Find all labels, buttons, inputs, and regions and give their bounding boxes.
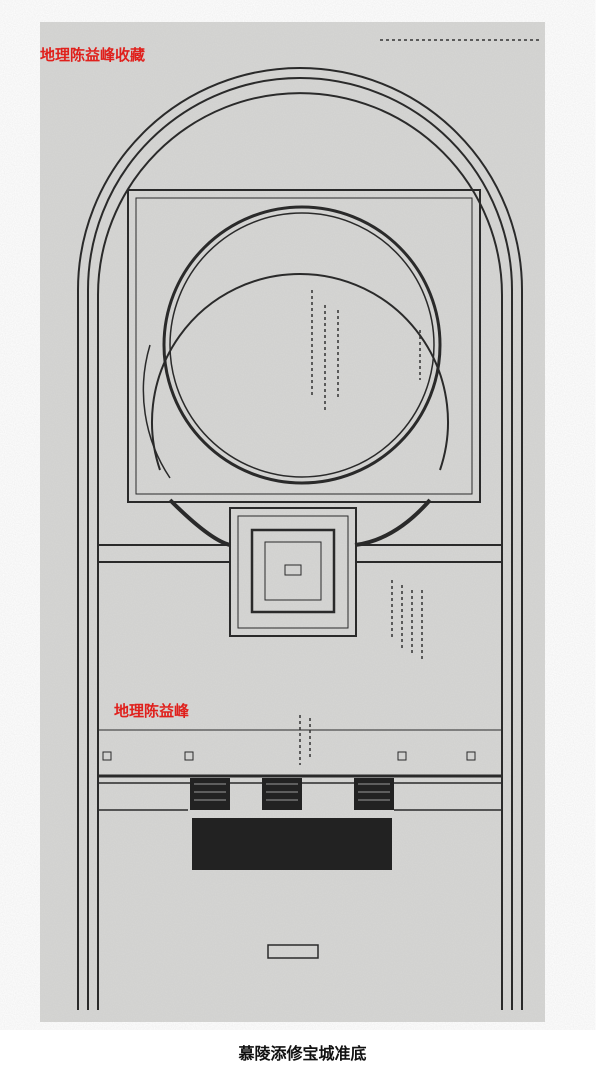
stair-left bbox=[190, 778, 230, 810]
treasure-mound-circle bbox=[162, 205, 442, 485]
stair-center bbox=[262, 778, 302, 810]
architectural-plan-drawing bbox=[40, 22, 545, 1022]
dark-terrace bbox=[192, 818, 392, 870]
inner-arch-wall bbox=[97, 92, 503, 1010]
outer-arch-wall-inner bbox=[87, 77, 513, 1010]
watermark-author: 地理陈益峰 bbox=[114, 702, 190, 720]
watermark-collection: 地理陈益峰收藏 bbox=[40, 46, 146, 64]
stair-right bbox=[354, 778, 394, 810]
square-enclosure bbox=[127, 189, 481, 503]
figure-caption: 慕陵添修宝城准底 bbox=[238, 1044, 367, 1063]
handwritten-annotations bbox=[299, 39, 540, 765]
small-platform bbox=[267, 944, 319, 959]
outer-arch-wall bbox=[77, 67, 523, 1010]
ring-wall bbox=[151, 273, 449, 471]
central-pavilion bbox=[229, 507, 357, 637]
